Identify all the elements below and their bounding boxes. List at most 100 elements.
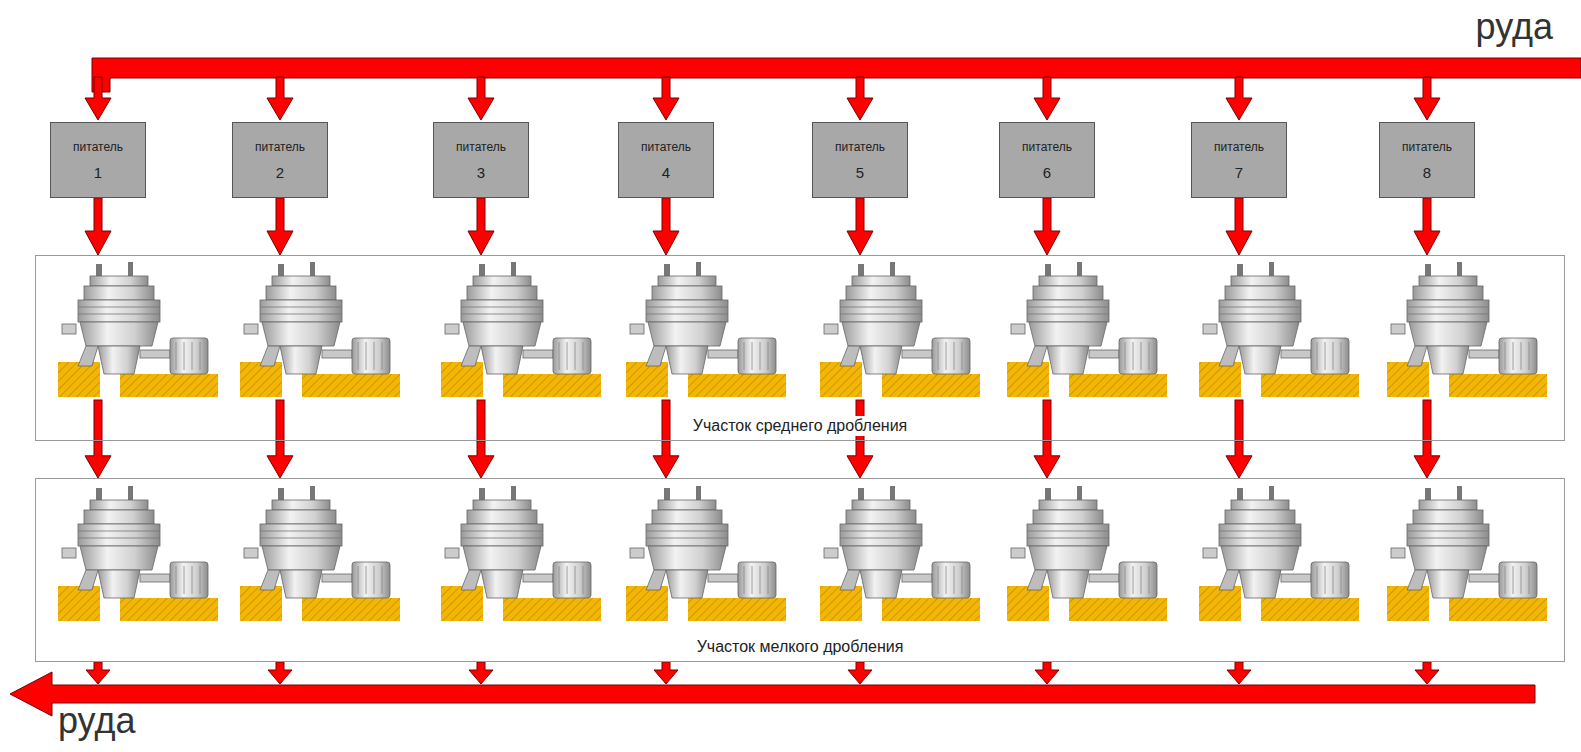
cone-crusher [820,486,980,621]
ore-conveyor-bar [92,58,1581,92]
label-holder: руда [58,700,135,742]
flow-stub [662,400,670,441]
section-title: Участок среднего дробления [689,416,911,436]
flow-arrow [847,198,873,255]
feeder-name: питатель [73,140,123,154]
feeder-number: 3 [477,164,485,181]
feeder-number: 4 [662,164,670,181]
cone-crusher [1199,486,1359,621]
crushing-section-band: Участок среднего дробления [35,255,1565,441]
cone-crusher [1387,486,1547,621]
feed-arrow [267,77,293,120]
feeder-number: 6 [1043,164,1051,181]
label-holder: руда [1476,6,1553,48]
flow-arrow [653,198,679,255]
cone-crusher [1199,262,1359,397]
flow-arrow-shape [653,198,679,255]
feeder-name: питатель [1022,140,1072,154]
flow-arrow-shape [1226,198,1252,255]
flow-arrow [468,198,494,255]
discharge-arrow [1415,662,1439,684]
feeder-name: питатель [1214,140,1264,154]
flow-arrow-shape [1414,441,1440,478]
flow-stub [1043,400,1051,441]
flow-stub [477,400,485,441]
feeder-box: питатель 2 [232,122,328,198]
flow-arrow-shape [1034,198,1060,255]
feeder-name: питатель [1402,140,1452,154]
crushing-section-band: Участок мелкого дробления [35,478,1565,662]
discharge-arrow [1035,662,1059,684]
cone-crusher [1007,486,1167,621]
flow-arrow [267,441,293,478]
flow-arrow [1414,441,1440,478]
feeder-box: питатель 1 [50,122,146,198]
discharge-arrow [654,662,678,684]
feed-arrow [847,77,873,120]
discharge-arrow [86,662,110,684]
feeder-name: питатель [255,140,305,154]
flow-arrow-shape [1034,441,1060,478]
feeder-name: питатель [835,140,885,154]
cone-crusher [58,486,218,621]
feeder-name: питатель [456,140,506,154]
flow-arrow [847,441,873,478]
cone-crusher [626,262,786,397]
flow-arrow-shape [267,441,293,478]
flow-arrow-shape [653,441,679,478]
flow-arrow [85,441,111,478]
flow-arrow-shape [1226,441,1252,478]
ore-conveyor-bar [10,672,1535,716]
flow-arrow [1226,441,1252,478]
cone-crusher [58,262,218,397]
feeder-number: 5 [856,164,864,181]
feeder-name: питатель [641,140,691,154]
flow-arrow-shape [267,198,293,255]
flow-arrow-shape [847,441,873,478]
feed-arrow [1414,77,1440,120]
ore-label: руда [58,700,135,741]
feeder-number: 7 [1235,164,1243,181]
discharge-arrow [469,662,493,684]
flow-arrow [85,198,111,255]
cone-crusher [441,262,601,397]
flow-arrow [468,441,494,478]
feed-arrow [653,77,679,120]
feed-arrow [1226,77,1252,120]
feeder-box: питатель 6 [999,122,1095,198]
discharge-arrow [1227,662,1251,684]
cone-crusher [820,262,980,397]
flow-arrow-shape [85,441,111,478]
feed-arrow [468,77,494,120]
feeder-box: питатель 8 [1379,122,1475,198]
feeder-number: 8 [1423,164,1431,181]
flow-arrow-shape [847,198,873,255]
feed-arrow [85,77,111,120]
feeder-number: 2 [276,164,284,181]
feeder-box: питатель 5 [812,122,908,198]
feeder-box: питатель 7 [1191,122,1287,198]
cone-crusher [240,262,400,397]
flow-arrow [267,198,293,255]
feeder-box: питатель 4 [618,122,714,198]
section-title: Участок мелкого дробления [693,637,908,657]
ore-label: руда [1476,6,1553,47]
flow-arrow [1226,198,1252,255]
cone-crusher [1007,262,1167,397]
feed-arrow [1034,77,1060,120]
cone-crusher [240,486,400,621]
cone-crusher [1387,262,1547,397]
flow-arrow-shape [468,441,494,478]
discharge-arrow [848,662,872,684]
flow-stub [1423,400,1431,441]
feeder-number: 1 [94,164,102,181]
cone-crusher [626,486,786,621]
flow-arrow-shape [85,198,111,255]
flow-stub [1235,400,1243,441]
discharge-arrow [268,662,292,684]
flow-arrow [653,441,679,478]
flow-arrow [1414,198,1440,255]
flow-arrow-shape [468,198,494,255]
flow-arrow [1034,198,1060,255]
flow-stub [276,400,284,441]
